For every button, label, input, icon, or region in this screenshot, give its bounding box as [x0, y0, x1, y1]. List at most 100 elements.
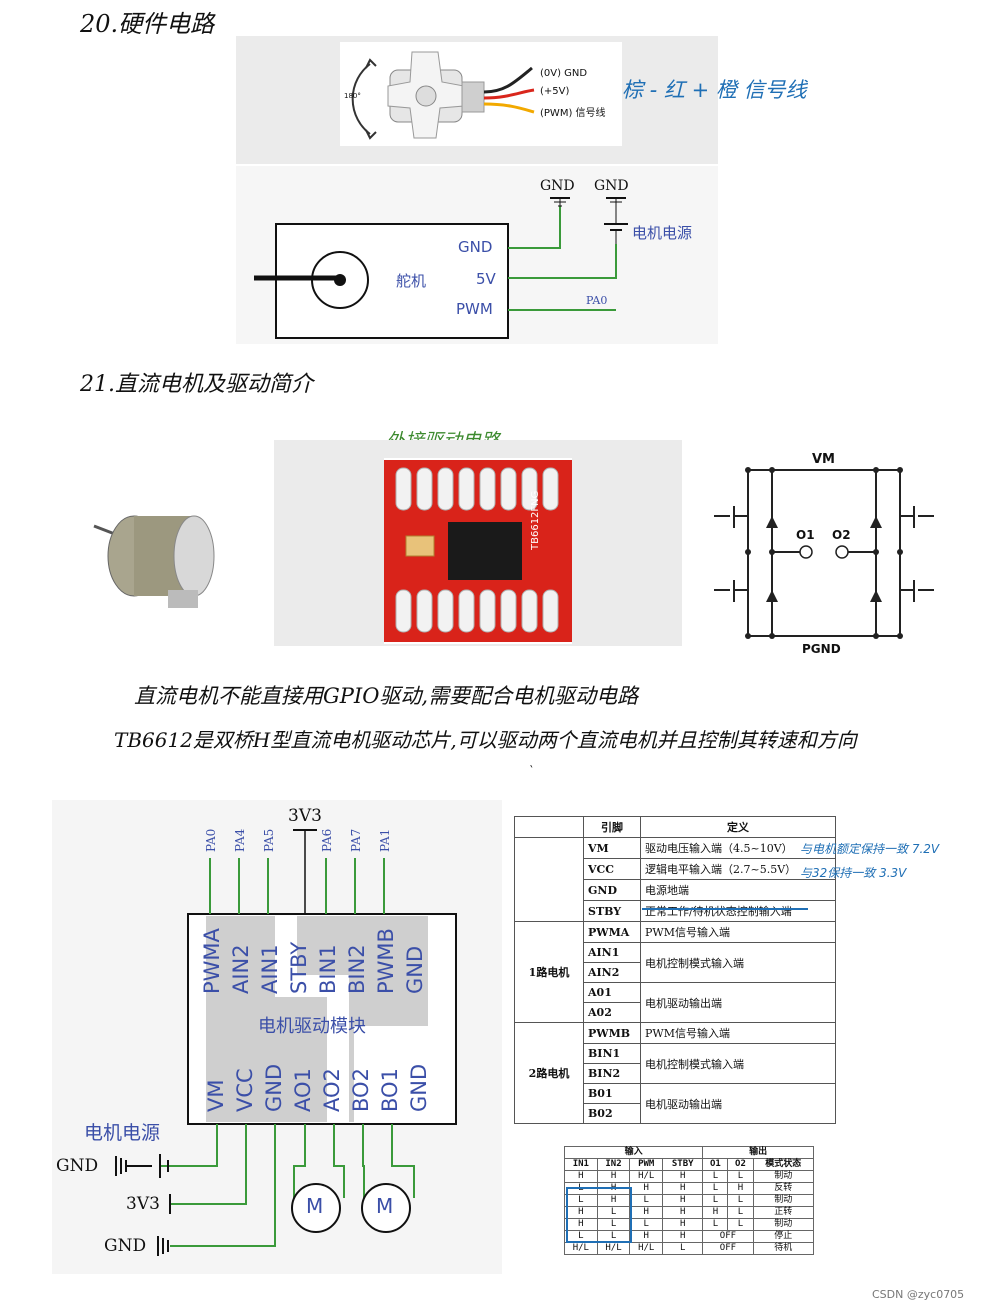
pin-group-cell: 2路电机	[514, 1022, 584, 1124]
note-line-2: TB6612是双桥H型直流电机驱动芯片,可以驱动两个直流电机并且控制其转速和方向	[114, 728, 857, 752]
truth-header-cell: IN2	[596, 1158, 631, 1171]
servo-schematic-panel: GND GND 电机电源 舵机 GND 5V PWM PA0	[236, 166, 718, 344]
board-pad	[542, 589, 559, 633]
board-pad	[479, 467, 496, 511]
truth-cell: 制动	[752, 1218, 814, 1231]
pin-name-cell: VCC	[583, 858, 641, 880]
note-tick: `	[528, 764, 534, 778]
truth-cell: L	[727, 1206, 754, 1219]
truth-cell: H	[662, 1206, 704, 1219]
pin-name-cell: A01	[583, 982, 641, 1003]
pin-group-cell	[514, 837, 584, 922]
servo-wire-gnd: (0V) GND	[540, 68, 588, 79]
board-pad	[458, 589, 475, 633]
pin-name-cell: PWMB	[583, 1022, 641, 1044]
truth-cell: L	[629, 1218, 664, 1231]
top-net-label: PA0	[204, 828, 218, 852]
top-pin-label: AIN2	[229, 944, 253, 994]
truth-cell: H	[596, 1170, 631, 1183]
pin-def-cell: 电机控制模式输入端	[640, 1043, 836, 1084]
section-21-title: 21.直流电机及驱动简介	[80, 372, 313, 397]
dc-motor-illustration	[93, 515, 215, 608]
board-pad	[542, 467, 559, 511]
truth-cell: H	[662, 1218, 704, 1231]
truth-cell: H/L	[564, 1242, 598, 1255]
driver-schematic-wires	[115, 829, 457, 1256]
truth-cell: H	[662, 1194, 704, 1207]
dc-motor-photo	[86, 496, 226, 626]
power-label: 电机电源	[632, 224, 693, 242]
gnd-b-label: GND	[104, 1236, 147, 1256]
truth-cell: L	[702, 1218, 729, 1231]
top-pin-label: PWMA	[200, 928, 224, 994]
o1-label: O1	[796, 528, 815, 542]
bottom-pin-label: VCC	[233, 1068, 257, 1112]
pin-def-cell: PWM信号输入端	[640, 1022, 836, 1044]
top-pin-label: AIN1	[258, 944, 282, 994]
truth-cell: H	[662, 1230, 704, 1243]
truth-cell: H	[727, 1182, 754, 1195]
board-pad	[500, 467, 517, 511]
truth-header-cell: STBY	[662, 1158, 704, 1171]
pin-name-cell: VM	[583, 837, 641, 859]
servo-motor-label: 舵机	[396, 272, 427, 290]
truth-header-cell: 模式状态	[752, 1158, 814, 1171]
truth-group-out: 输出	[702, 1146, 814, 1159]
top-net-label: PA7	[349, 828, 363, 852]
top-pin-label: PWMB	[374, 928, 398, 994]
truth-cell: L	[629, 1194, 664, 1207]
pin-table-row: BIN2	[515, 1063, 836, 1084]
truth-cell: 制动	[752, 1194, 814, 1207]
pin-name-cell: AIN1	[583, 942, 641, 963]
truth-cell: L	[702, 1182, 729, 1195]
top-net-label: PA6	[320, 828, 334, 852]
pin-def-cell: 正常工作/待机状态控制输入端	[640, 900, 836, 922]
pin-table-header-def: 定义	[640, 816, 836, 838]
pin-def-cell: 电机控制模式输入端	[640, 942, 836, 983]
pin-name-cell: GND	[583, 879, 641, 901]
motor-power-label: 电机电源	[84, 1122, 161, 1144]
watermark: CSDN @zyc0705	[872, 1288, 965, 1301]
pin-def-cell: 电机驱动输出端	[640, 982, 836, 1023]
module-label: 电机驱动模块	[258, 1016, 366, 1037]
truth-cell: H	[702, 1206, 729, 1219]
truth-cell: H	[629, 1182, 664, 1195]
truth-cell: H	[629, 1230, 664, 1243]
truth-cell: OFF	[702, 1230, 754, 1243]
top-net-label: PA4	[233, 828, 247, 852]
pgnd-label: PGND	[802, 642, 841, 656]
pin-name-cell: B02	[583, 1103, 641, 1124]
truth-cell: 反转	[752, 1182, 814, 1195]
pin-table-header-pin: 引脚	[583, 816, 641, 838]
top-net-label: PA1	[378, 828, 392, 852]
pin-def-cell: 电源地端	[640, 879, 836, 901]
truth-cell: H/L	[629, 1242, 664, 1255]
pin-def-cell: 逻辑电平输入端（2.7~5.5V）	[640, 858, 836, 880]
truth-cell: H	[629, 1206, 664, 1219]
servo-angle-label: 180°	[344, 92, 361, 100]
top-pin-label: GND	[403, 945, 427, 994]
board-pad	[437, 467, 454, 511]
vm-label: VM	[812, 452, 835, 467]
motor-b: M	[376, 1194, 394, 1218]
stby-underline	[642, 908, 808, 910]
pin-def-cell: PWM信号输入端	[640, 921, 836, 943]
net-pa0-label: PA0	[586, 294, 608, 307]
pin-name-cell: B01	[583, 1083, 641, 1104]
truth-cell: 停止	[752, 1230, 814, 1243]
pin-5v-label: 5V	[476, 270, 496, 288]
pin-name-cell: BIN1	[583, 1043, 641, 1064]
board-pad	[437, 589, 454, 633]
servo-wire-pwm: (PWM) 信号线	[540, 108, 606, 119]
top-pin-label: STBY	[287, 941, 311, 994]
servo-photo: (0V) GND (+5V) (PWM) 信号线 180°	[340, 42, 622, 146]
gnd-label-1: GND	[540, 178, 575, 194]
